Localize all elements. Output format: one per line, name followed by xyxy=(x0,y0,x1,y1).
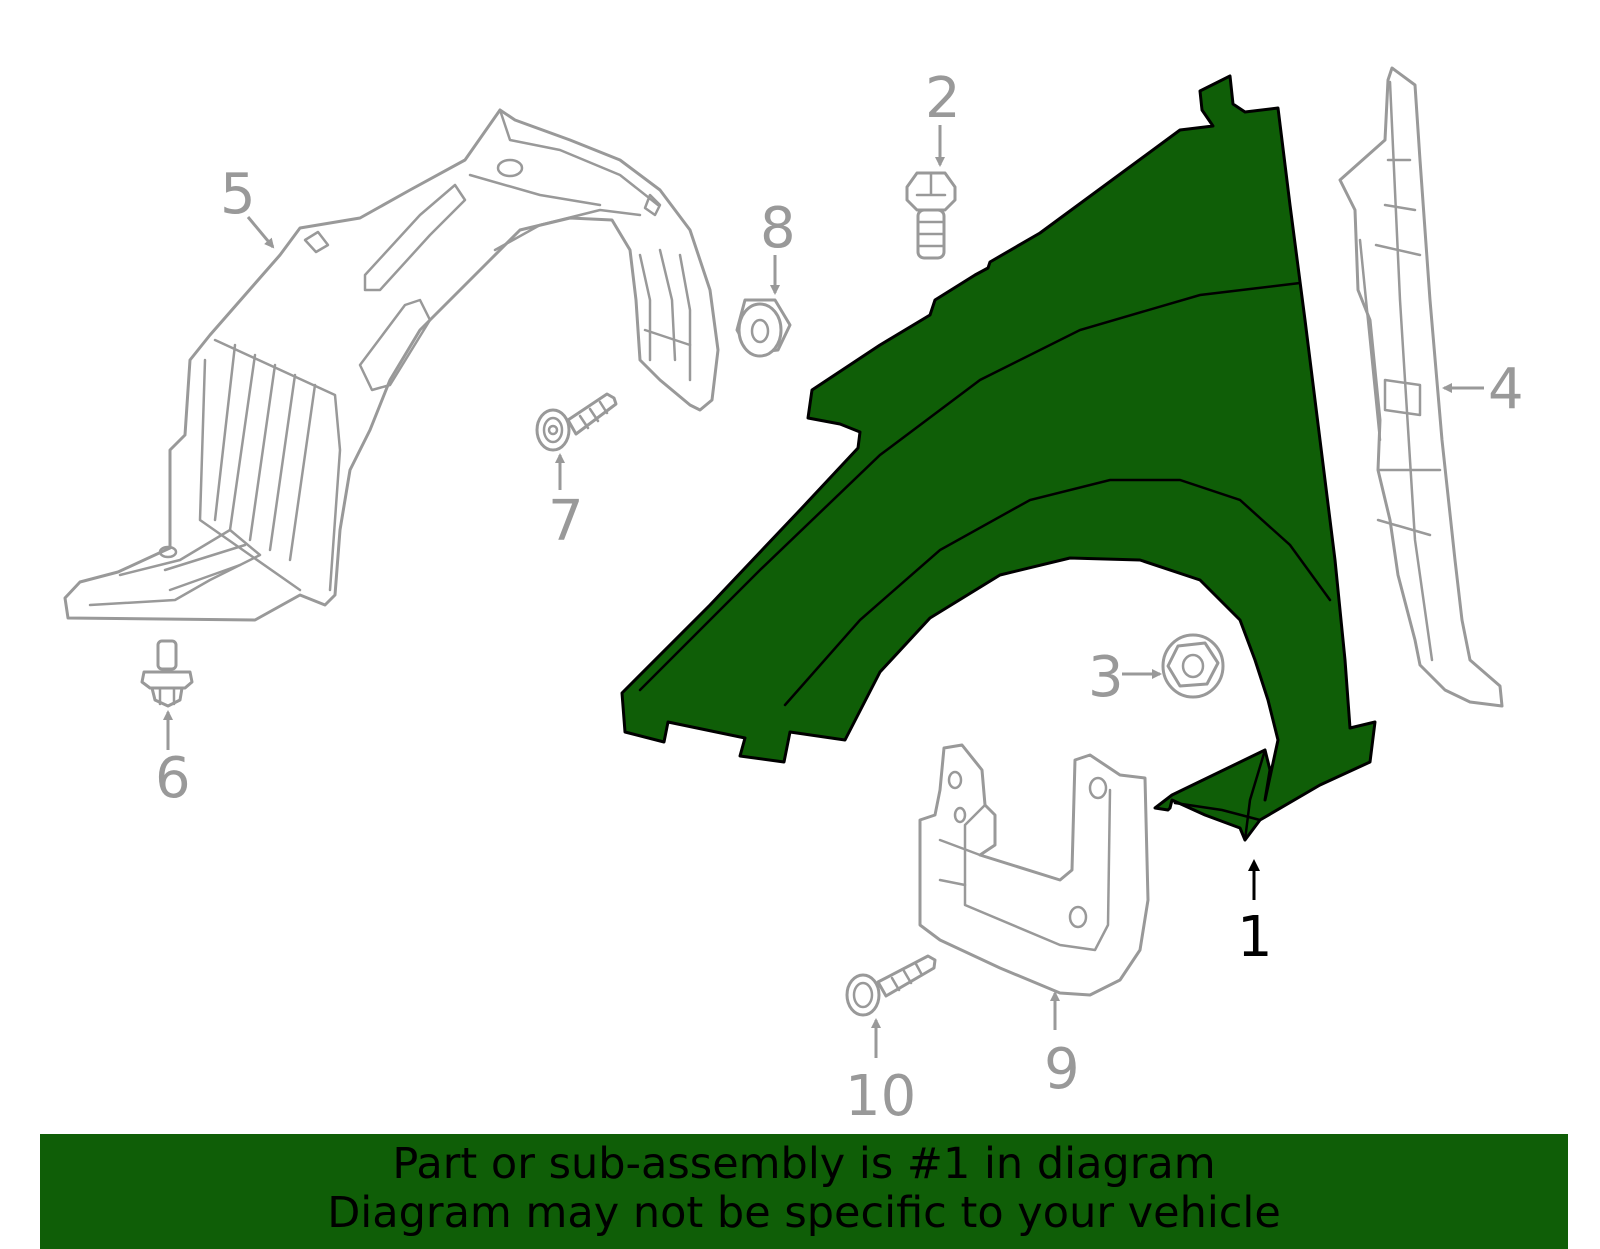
callout-3: 3 xyxy=(1088,645,1124,710)
fender-seal-part-4[interactable] xyxy=(1338,66,1504,708)
callout-10: 10 xyxy=(845,1064,916,1129)
screw-part-10[interactable] xyxy=(845,954,937,1017)
screw-part-7[interactable] xyxy=(535,392,618,452)
bolt-part-2[interactable] xyxy=(905,171,957,260)
notice-banner: Part or sub-assembly is #1 in diagram Di… xyxy=(40,1134,1568,1249)
banner-line-2: Diagram may not be specific to your vehi… xyxy=(327,1188,1281,1238)
callout-7: 7 xyxy=(548,489,584,554)
callout-6: 6 xyxy=(155,746,191,811)
callout-1: 1 xyxy=(1237,905,1273,970)
callout-5: 5 xyxy=(220,162,256,227)
fender-part-1[interactable] xyxy=(620,74,1377,842)
nut-part-3[interactable] xyxy=(1161,633,1225,699)
banner-line-1: Part or sub-assembly is #1 in diagram xyxy=(392,1139,1216,1189)
callout-9: 9 xyxy=(1044,1037,1080,1102)
push-clip-part-6[interactable] xyxy=(140,639,194,708)
parts-diagram: 1 2 3 4 5 6 7 8 9 10 xyxy=(63,66,1524,1129)
nut-part-8[interactable] xyxy=(735,298,792,358)
fender-liner-part-5[interactable] xyxy=(63,108,720,622)
callout-arrows xyxy=(163,125,1484,1058)
callout-4: 4 xyxy=(1488,357,1524,422)
callout-2: 2 xyxy=(925,66,961,131)
callout-8: 8 xyxy=(760,196,796,261)
splash-guard-part-9[interactable] xyxy=(918,743,1150,997)
